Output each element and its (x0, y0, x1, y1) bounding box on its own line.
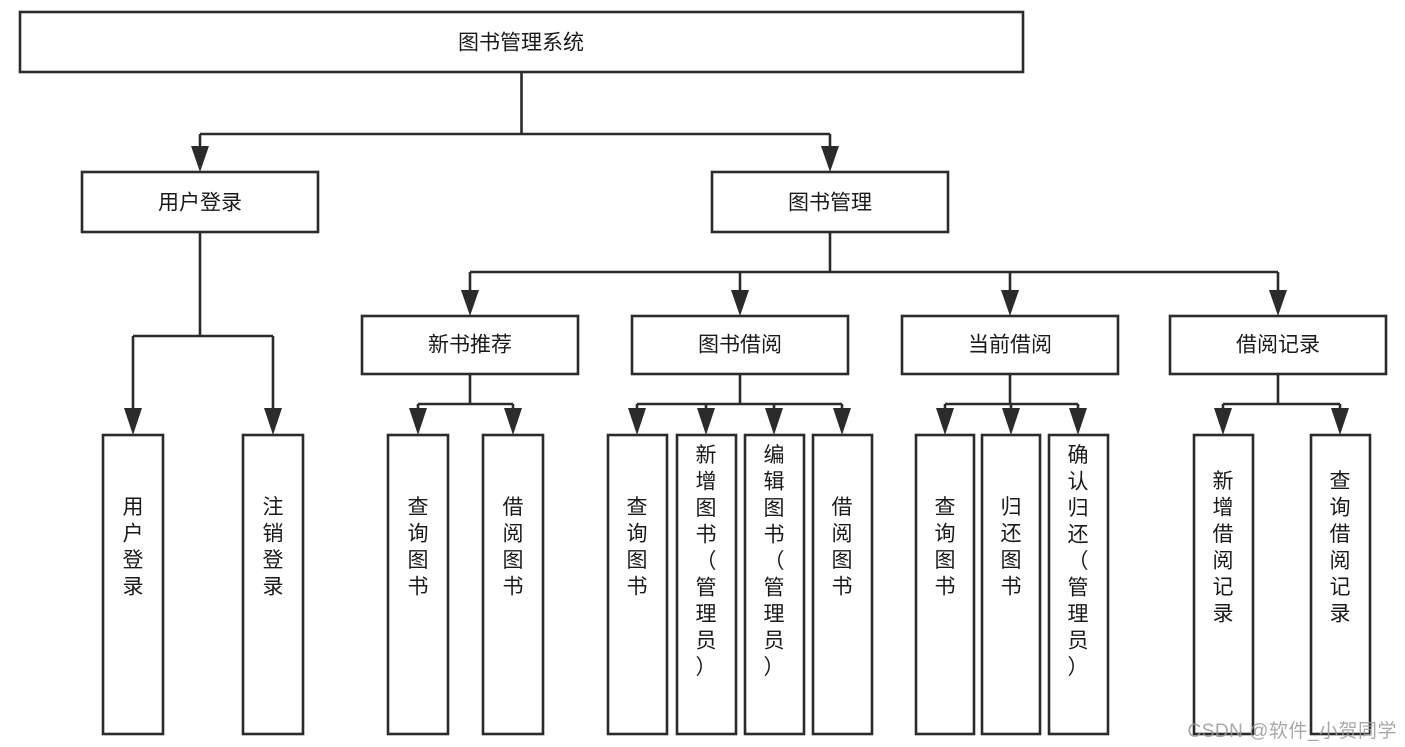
arrow-head-icon-leaf-borrow-book (833, 408, 851, 435)
node-leaf-borrow-book-recommend-label: 借阅图书 (503, 496, 524, 599)
node-book-management[interactable]: 图书管理 (710, 170, 950, 234)
arrow-head-icon-leaf-query-book-borrow (628, 408, 646, 435)
node-leaf-edit-book-admin-label: 编辑图书（管理员） (764, 444, 785, 679)
node-book-borrow[interactable]: 图书借阅 (630, 314, 850, 376)
arrow-head-icon-leaf-logout (264, 408, 282, 435)
node-leaf-query-borrow-record-label: 查询借阅记录 (1330, 470, 1351, 626)
arrow-head-icon-leaf-return-book (1002, 408, 1020, 435)
node-leaf-borrow-book-label: 借阅图书 (832, 496, 853, 599)
node-leaf-query-borrow-record-box[interactable] (1309, 433, 1372, 736)
node-new-book-recommend-label: 新书推荐 (428, 334, 512, 357)
node-book-borrow-label: 图书借阅 (698, 334, 782, 357)
node-new-book-recommend[interactable]: 新书推荐 (360, 314, 580, 376)
node-leaf-borrow-book[interactable]: 借阅图书 (811, 433, 874, 736)
node-leaf-add-borrow-record[interactable]: 新增借阅记录 (1192, 433, 1255, 736)
node-leaf-user-login-label: 用户登录 (123, 496, 144, 599)
node-leaf-add-borrow-record-box[interactable] (1192, 433, 1255, 736)
connector-layer (124, 72, 1349, 435)
node-leaf-logout-box[interactable] (241, 433, 305, 736)
node-leaf-add-book-admin[interactable]: 新增图书（管理员） (675, 433, 738, 736)
node-new-book-recommend-box[interactable] (360, 314, 580, 376)
node-leaf-query-book-current-box[interactable] (914, 433, 976, 736)
arrow-head-icon-leaf-query-borrow-record (1331, 408, 1349, 435)
arrow-head-icon-book-management (821, 146, 839, 172)
node-root-label: 图书管理系统 (458, 32, 584, 55)
node-book-management-label: 图书管理 (788, 192, 872, 215)
node-leaf-query-book-borrow-label: 查询图书 (627, 496, 648, 599)
node-leaf-query-borrow-record[interactable]: 查询借阅记录 (1309, 433, 1372, 736)
node-book-management-box[interactable] (710, 170, 950, 234)
arrow-head-icon-book-borrow (731, 290, 749, 316)
node-leaf-add-book-admin-label: 新增图书（管理员） (696, 444, 717, 679)
node-leaf-logout[interactable]: 注销登录 (241, 433, 305, 736)
node-current-borrow[interactable]: 当前借阅 (900, 314, 1120, 376)
node-leaf-logout-label: 注销登录 (263, 496, 284, 599)
arrow-head-icon-user-login (191, 146, 209, 172)
node-root[interactable]: 图书管理系统 (18, 10, 1025, 74)
arrow-head-icon-new-book-recommend (461, 290, 479, 316)
node-leaf-query-book-borrow[interactable]: 查询图书 (606, 433, 669, 736)
node-leaf-borrow-book-recommend-box[interactable] (481, 433, 545, 736)
arrow-head-icon-leaf-add-borrow-record (1214, 408, 1232, 435)
node-user-login[interactable]: 用户登录 (80, 170, 320, 234)
node-leaf-query-book-recommend[interactable]: 查询图书 (386, 433, 450, 736)
arrow-head-icon-leaf-confirm-return-admin (1069, 408, 1087, 435)
arrow-head-icon-leaf-user-login (124, 408, 142, 435)
node-leaf-add-book-admin-box[interactable] (675, 433, 738, 736)
arrow-head-icon-borrow-record (1269, 290, 1287, 316)
node-leaf-return-book-label: 归还图书 (1001, 496, 1022, 599)
node-root-box[interactable] (18, 10, 1025, 74)
arrow-head-icon-leaf-borrow-book-recommend (504, 408, 522, 435)
arrow-head-icon-leaf-add-book-admin (697, 408, 715, 435)
node-leaf-user-login-box[interactable] (101, 433, 165, 736)
arrow-head-icon-current-borrow (1001, 290, 1019, 316)
node-leaf-confirm-return-admin[interactable]: 确认归还（管理员） (1047, 433, 1110, 736)
node-user-login-box[interactable] (80, 170, 320, 234)
node-leaf-query-book-borrow-box[interactable] (606, 433, 669, 736)
arrow-head-icon-leaf-query-book-recommend (409, 408, 427, 435)
arrow-head-icon-leaf-edit-book-admin (765, 408, 783, 435)
node-leaf-confirm-return-admin-label: 确认归还（管理员） (1068, 444, 1089, 679)
node-leaf-borrow-book-recommend[interactable]: 借阅图书 (481, 433, 545, 736)
node-current-borrow-box[interactable] (900, 314, 1120, 376)
node-leaf-edit-book-admin-box[interactable] (743, 433, 806, 736)
node-borrow-record-box[interactable] (1168, 314, 1388, 376)
arrow-head-icon-leaf-query-book-current (936, 408, 954, 435)
node-leaf-query-book-recommend-label: 查询图书 (408, 496, 429, 599)
node-leaf-query-book-current[interactable]: 查询图书 (914, 433, 976, 736)
node-user-login-label: 用户登录 (158, 192, 242, 215)
node-book-borrow-box[interactable] (630, 314, 850, 376)
node-leaf-query-book-current-label: 查询图书 (935, 496, 956, 599)
node-leaf-query-book-recommend-box[interactable] (386, 433, 450, 736)
node-current-borrow-label: 当前借阅 (968, 334, 1052, 357)
node-leaf-user-login[interactable]: 用户登录 (101, 433, 165, 736)
node-leaf-edit-book-admin[interactable]: 编辑图书（管理员） (743, 433, 806, 736)
node-leaf-confirm-return-admin-box[interactable] (1047, 433, 1110, 736)
node-borrow-record-label: 借阅记录 (1236, 334, 1320, 357)
node-leaf-return-book[interactable]: 归还图书 (980, 433, 1042, 736)
node-leaf-add-borrow-record-label: 新增借阅记录 (1213, 470, 1234, 626)
node-borrow-record[interactable]: 借阅记录 (1168, 314, 1388, 376)
node-leaf-return-book-box[interactable] (980, 433, 1042, 736)
node-leaf-borrow-book-box[interactable] (811, 433, 874, 736)
